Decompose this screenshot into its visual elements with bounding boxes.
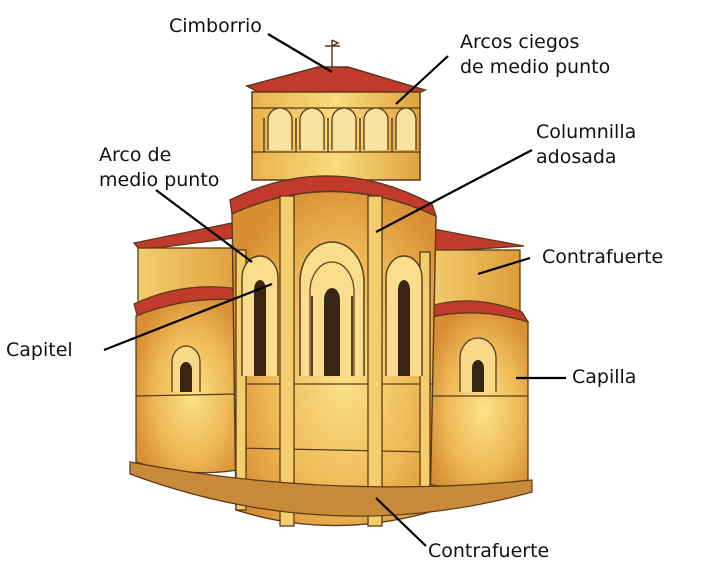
right-window — [385, 255, 423, 376]
left-chapel — [133, 286, 240, 474]
label-columnilla-line2: adosada — [536, 146, 617, 168]
label-contrafuerte-right: Contrafuerte — [542, 246, 664, 268]
plinth — [129, 461, 533, 517]
label-arcos-ciegos-line1: Arcos ciegos — [460, 31, 580, 53]
leader-capitel — [103, 282, 273, 352]
leader-contrafuerte-bottom — [375, 497, 427, 547]
tower-columns — [263, 118, 393, 152]
leader-arco-medio — [155, 189, 253, 263]
label-arcos-ciegos: Arcos ciegos de medio punto — [460, 30, 610, 80]
central-window — [299, 241, 365, 376]
label-arco-medio-line1: Arco de — [99, 144, 172, 166]
label-arcos-ciegos-line2: de medio punto — [460, 56, 611, 78]
label-columnilla-adosada: Columnilla adosada — [536, 120, 636, 170]
label-arco-medio-punto: Arco de medio punto — [99, 143, 219, 193]
label-contrafuerte-bottom: Contrafuerte — [428, 540, 550, 562]
leader-cimborrio — [267, 33, 333, 73]
label-arco-medio-line2: medio punto — [99, 169, 220, 191]
leader-contrafuerte-right — [477, 256, 531, 276]
label-capitel: Capitel — [6, 339, 73, 361]
leader-arcos-ciegos — [395, 55, 449, 105]
blind-arches — [267, 107, 417, 150]
label-capilla: Capilla — [572, 366, 637, 388]
weather-vane — [325, 39, 340, 68]
label-columnilla-line1: Columnilla — [536, 121, 637, 143]
leader-lines — [103, 33, 566, 547]
buttresses — [235, 195, 431, 527]
label-cimborrio: Cimborrio — [169, 15, 262, 37]
leader-columnilla — [375, 149, 533, 233]
capilla — [423, 300, 530, 489]
left-window — [241, 255, 279, 376]
